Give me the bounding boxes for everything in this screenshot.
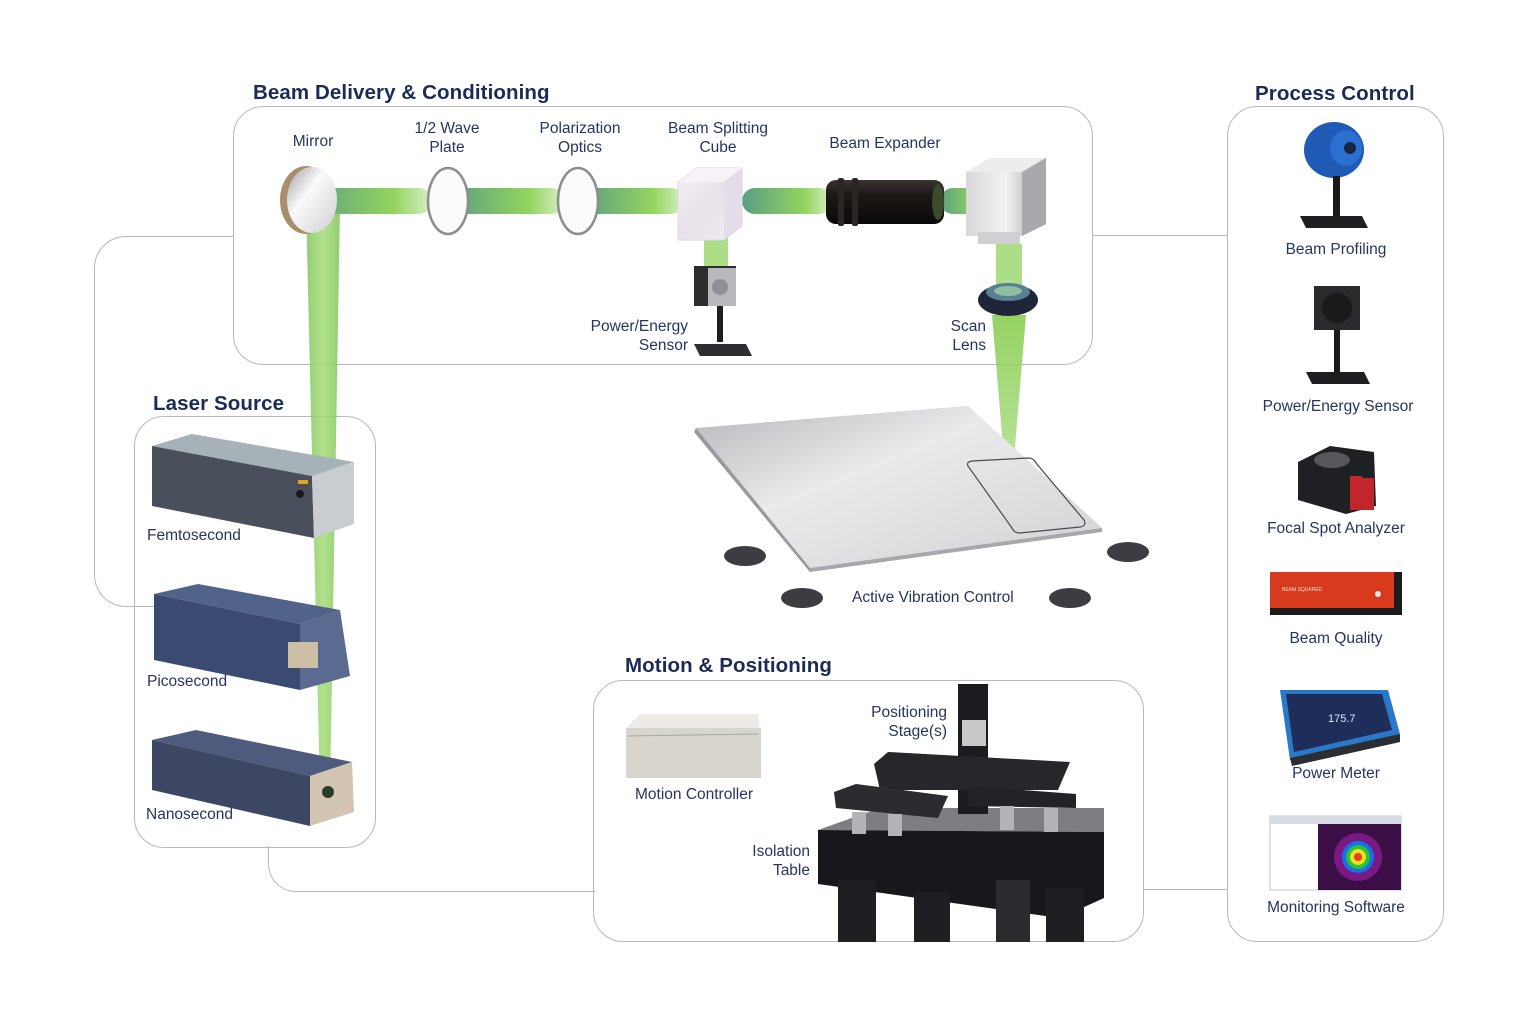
scan-lens-label: Scan Lens	[930, 317, 986, 355]
polarization-optics-label-line1: Polarization	[539, 120, 621, 137]
power-energy-sensor-label-line2: Sensor	[638, 337, 688, 354]
positioning-stages-label-line1: Positioning	[871, 704, 947, 721]
motion-controller-label: Motion Controller	[634, 786, 754, 803]
power-meter-label: Power Meter	[1292, 765, 1380, 782]
beam-quality-icon: BEAM SQUARED	[1270, 572, 1402, 615]
power-energy-sensor-pc-icon	[1306, 286, 1370, 384]
mirror-label: Mirror	[292, 133, 334, 150]
process-control-panel	[1227, 106, 1444, 942]
scan-lens-icon	[978, 283, 1038, 316]
scan-lens-label-line2: Lens	[952, 337, 986, 354]
active-vibration-control-label: Active Vibration Control	[852, 589, 1014, 606]
beam-quality-label: Beam Quality	[1289, 630, 1383, 647]
beam-cube-to-sensor	[704, 238, 728, 270]
beam-delivery-panel	[233, 106, 1093, 365]
positioning-stages-label-line2: Stage(s)	[888, 723, 947, 740]
power-meter-icon: 175.7	[1280, 690, 1400, 766]
motion-positioning-title: Motion & Positioning	[625, 654, 832, 677]
pc-power-energy-sensor-label: Power/Energy Sensor	[1262, 398, 1414, 415]
half-wave-plate-label-line2: Plate	[429, 139, 465, 156]
process-control-title: Process Control	[1255, 82, 1415, 105]
scan-lens-label-line1: Scan	[950, 318, 986, 335]
beam-focus-cone	[992, 315, 1026, 518]
beam-splitting-cube-label-line1: Beam Splitting	[668, 120, 768, 137]
beam-profiling-label: Beam Profiling	[1285, 241, 1387, 258]
beam-expander-label: Beam Expander	[829, 135, 941, 152]
vibration-isolator-icon	[724, 542, 1149, 608]
beam-head-to-lens	[996, 244, 1022, 288]
isolation-table-label-line2: Table	[772, 862, 810, 879]
polarization-optics-label: Polarization Optics	[530, 119, 630, 157]
beam-splitting-cube-label: Beam Splitting Cube	[658, 119, 778, 157]
beam-delivery-title: Beam Delivery & Conditioning	[253, 81, 550, 104]
connector-right-top	[1092, 235, 1228, 236]
laser-source-panel	[134, 416, 376, 848]
laser-femtosecond-label: Femtosecond	[147, 527, 241, 544]
laser-femtosecond-icon	[152, 434, 354, 538]
half-wave-plate-label: 1/2 Wave Plate	[402, 119, 492, 157]
svg-text:BEAM SQUARED: BEAM SQUARED	[1282, 587, 1323, 593]
polarization-optics-icon	[556, 166, 600, 236]
half-wave-plate-icon	[426, 166, 470, 236]
focal-spot-analyzer-label: Focal Spot Analyzer	[1267, 520, 1405, 537]
svg-text:175.7: 175.7	[1328, 713, 1356, 725]
connector-right-bottom	[1143, 889, 1228, 890]
laser-nanosecond-label: Nanosecond	[146, 806, 234, 823]
scan-head-icon	[966, 158, 1046, 244]
phone-glass-outline-icon	[966, 457, 1086, 534]
beam-splitting-cube-icon	[677, 167, 743, 241]
beam-polarizer-to-cube	[580, 188, 684, 214]
monitoring-software-icon	[1269, 815, 1402, 891]
beam-waveplate-to-polarizer	[448, 188, 564, 214]
beam-profiler-icon	[1300, 122, 1368, 228]
power-energy-sensor-label-line1: Power/Energy	[590, 318, 688, 335]
laser-source-title: Laser Source	[153, 392, 285, 415]
motion-controller-icon	[626, 714, 761, 778]
isolation-table-label: Isolation Table	[740, 842, 810, 880]
polarization-optics-label-line2: Optics	[558, 139, 602, 156]
laser-nanosecond-icon	[152, 730, 354, 826]
laser-picosecond-icon	[154, 584, 350, 690]
beam-cube-to-expander	[742, 188, 832, 214]
power-energy-sensor-icon	[694, 266, 752, 356]
power-energy-sensor-label: Power/Energy Sensor	[570, 317, 688, 355]
beam-splitting-cube-label-line2: Cube	[699, 139, 737, 156]
workpiece-plate-icon	[694, 406, 1102, 572]
beam-expander-icon	[826, 178, 944, 226]
laser-picosecond-label: Picosecond	[147, 673, 228, 690]
monitoring-software-label: Monitoring Software	[1267, 899, 1405, 916]
positioning-stage-icon	[834, 684, 1076, 836]
focal-spot-analyzer-icon	[1298, 446, 1376, 514]
isolation-table-label-line1: Isolation	[752, 843, 810, 860]
mirror-icon	[280, 166, 337, 234]
connector-bottom-loop	[268, 846, 595, 892]
half-wave-plate-label-line1: 1/2 Wave	[414, 120, 480, 137]
positioning-stages-label: Positioning Stage(s)	[850, 703, 947, 741]
